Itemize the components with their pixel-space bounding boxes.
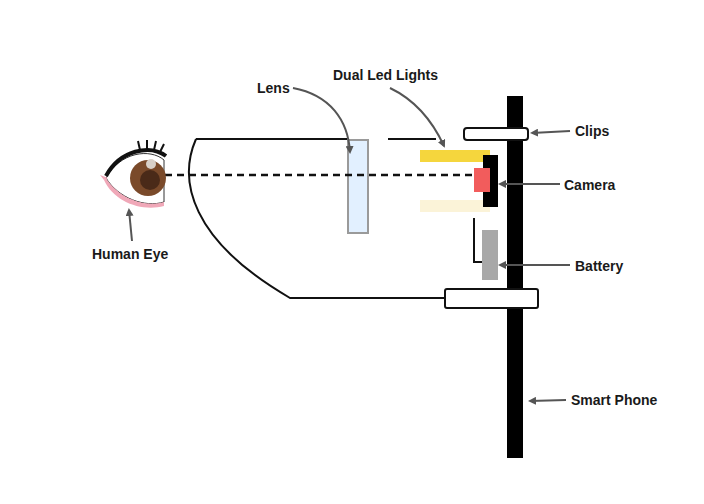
camera-label: Camera — [564, 176, 615, 194]
lens-label: Lens — [257, 79, 290, 97]
clips-label: Clips — [575, 122, 609, 140]
phone-label: Smart Phone — [571, 391, 657, 409]
led-label: Dual Led Lights — [333, 66, 438, 84]
battery-label: Battery — [575, 257, 623, 275]
eye-label: Human Eye — [92, 245, 168, 263]
